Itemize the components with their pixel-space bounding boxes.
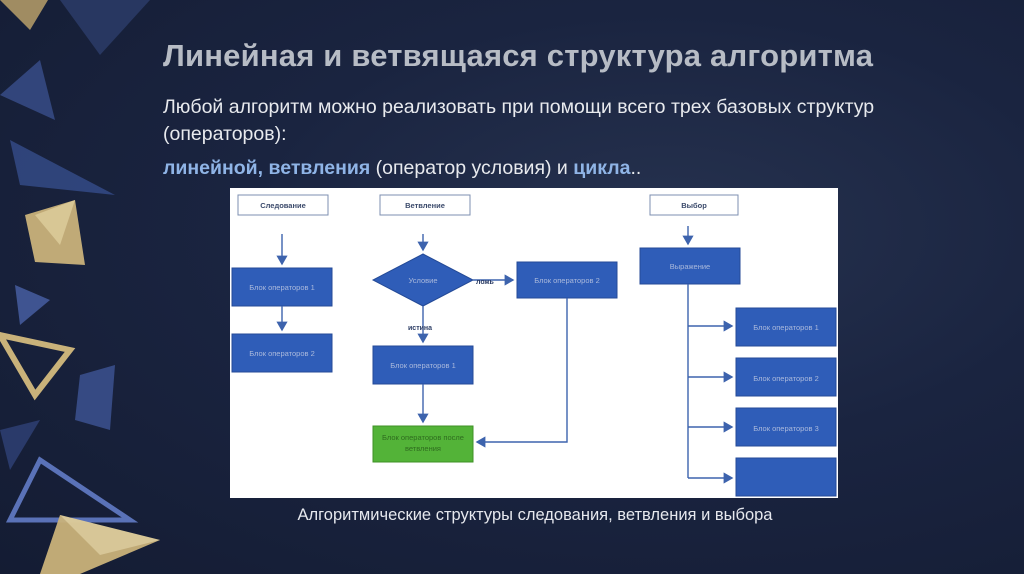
branch-false-block-label: Блок операторов 2 (534, 276, 600, 285)
slide-title: Линейная и ветвящаяся структура алгоритм… (163, 38, 874, 73)
condition-label: Условие (409, 276, 438, 285)
intro-text: Любой алгоритм можно реализовать при пом… (163, 96, 875, 145)
kind-branching: ветвления (268, 157, 371, 179)
kinds-ending: .. (630, 157, 642, 179)
choice-block-4 (735, 457, 837, 497)
seq-block-1-label: Блок операторов 1 (249, 283, 315, 292)
header-sequence-label: Следование (260, 201, 306, 210)
kind-loop: цикла (573, 157, 631, 179)
choice-block-3 (735, 407, 837, 447)
branch-true-block (372, 345, 474, 385)
seq-block-2 (231, 333, 333, 373)
header-branching (379, 194, 471, 216)
choice-block-2-label: Блок операторов 2 (753, 374, 819, 383)
header-sequence (237, 194, 329, 216)
header-choice-label: Выбор (681, 201, 707, 210)
branch-end-block (372, 425, 474, 463)
branch-false-block (516, 261, 618, 299)
kind-linear: линейной (163, 157, 258, 179)
header-choice (649, 194, 739, 216)
true-label: истина (408, 325, 432, 332)
branch-true-block-label: Блок операторов 1 (390, 361, 456, 370)
seq-block-2-label: Блок операторов 2 (249, 349, 315, 358)
arrow-false-to-end (475, 298, 568, 448)
choice-block-3-label: Блок операторов 3 (753, 424, 819, 433)
choice-block-1 (735, 307, 837, 347)
choice-block-1-label: Блок операторов 1 (753, 323, 819, 332)
false-label: ложь (476, 279, 495, 286)
branch-end-block-label-2: ветвления (405, 444, 441, 453)
choice-block-2 (735, 357, 837, 397)
decorative-triangles (0, 0, 160, 574)
figure-caption: Алгоритмические структуры следования, ве… (297, 506, 773, 524)
seq-block-1 (231, 267, 333, 307)
branch-end-block-label-1: Блок операторов после (382, 433, 464, 442)
expression-label: Выражение (670, 262, 710, 271)
header-branching-label: Ветвление (405, 201, 445, 210)
structure-kinds-line: линейной, ветвления (оператор условия) и… (163, 157, 641, 180)
flowchart-panel: Следование Ветвление Выбор Блок оператор… (230, 188, 838, 498)
expression-block (639, 247, 741, 285)
flowchart: Следование Ветвление Выбор Блок оператор… (231, 194, 837, 497)
condition-note: (оператор условия) и (370, 157, 574, 179)
kind-comma: , (257, 157, 269, 179)
